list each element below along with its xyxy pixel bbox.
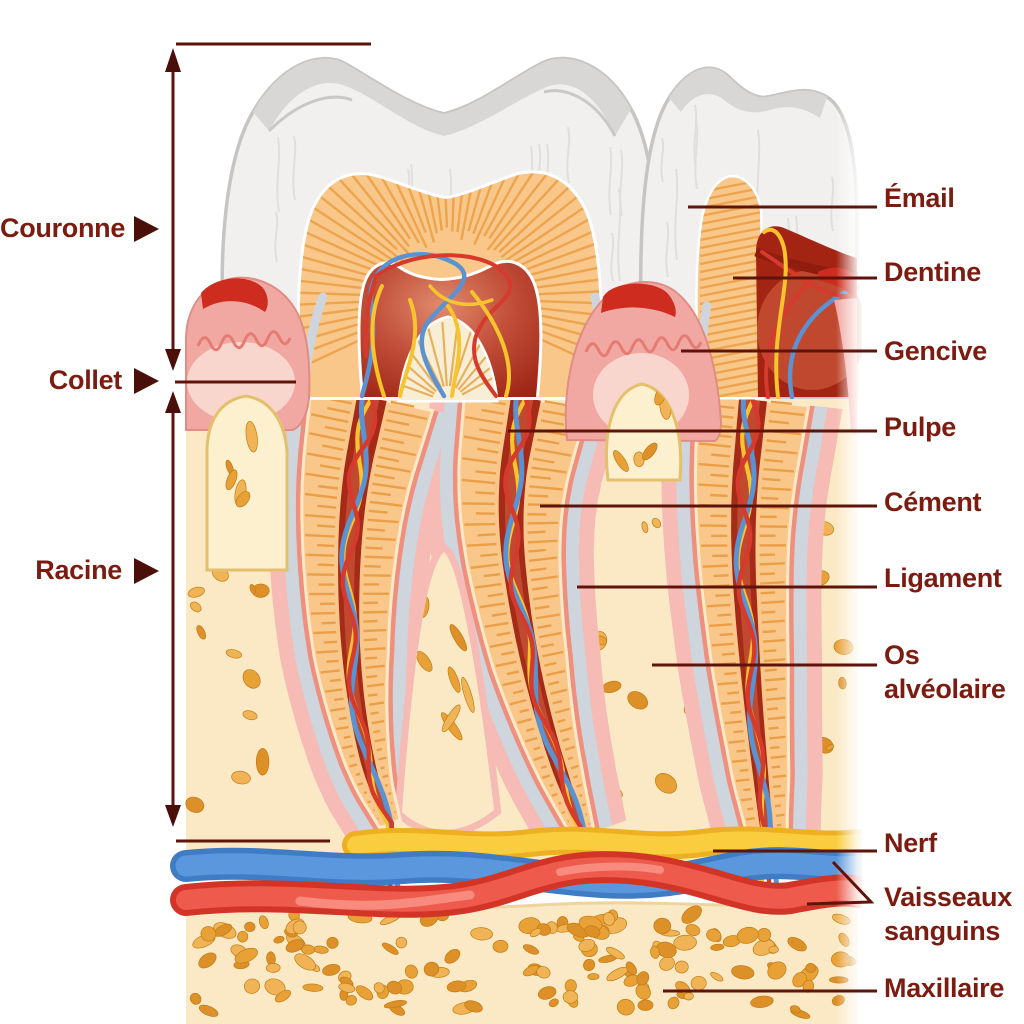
enamel-cap <box>253 58 631 136</box>
gum-middle-cap <box>601 283 676 317</box>
label-pulpe: Pulpe <box>884 412 957 442</box>
label-os-alveolaire: Os alvéolaire <box>884 640 1006 704</box>
label-collet: Collet <box>48 365 123 395</box>
label-ligament: Ligament <box>884 563 1002 593</box>
measure-arrowhead-up-icon <box>165 48 181 72</box>
label-email: Émail <box>884 183 955 213</box>
main-tooth-crown <box>220 56 658 403</box>
gum-left-bone-window <box>205 394 289 572</box>
enamel-cap <box>669 68 827 118</box>
maxillary-bone <box>185 901 859 1024</box>
label-maxillaire: Maxillaire <box>884 973 1005 1003</box>
measure-arrowhead-up-icon <box>165 391 181 413</box>
label-couronne: Couronne <box>0 213 126 243</box>
arrow-collet-icon <box>134 368 159 394</box>
pulp-vessels <box>359 252 513 399</box>
gums <box>185 276 723 572</box>
arrow-racine-icon <box>134 558 159 584</box>
measure-arrowhead-down-icon <box>165 805 181 827</box>
measure-arrowhead-down-icon <box>165 349 181 371</box>
leader-vaisseaux <box>806 860 875 906</box>
arrow-couronne-icon <box>134 216 159 242</box>
label-gencive: Gencive <box>884 336 987 366</box>
label-racine: Racine <box>35 555 122 585</box>
interradicular-bone <box>394 542 502 837</box>
label-nerf: Nerf <box>884 828 937 858</box>
label-dentine: Dentine <box>884 257 981 287</box>
label-cement: Cément <box>884 487 982 517</box>
gum-left-cap <box>201 278 268 312</box>
label-vaisseaux: Vaisseaux sanguins <box>884 882 1012 946</box>
